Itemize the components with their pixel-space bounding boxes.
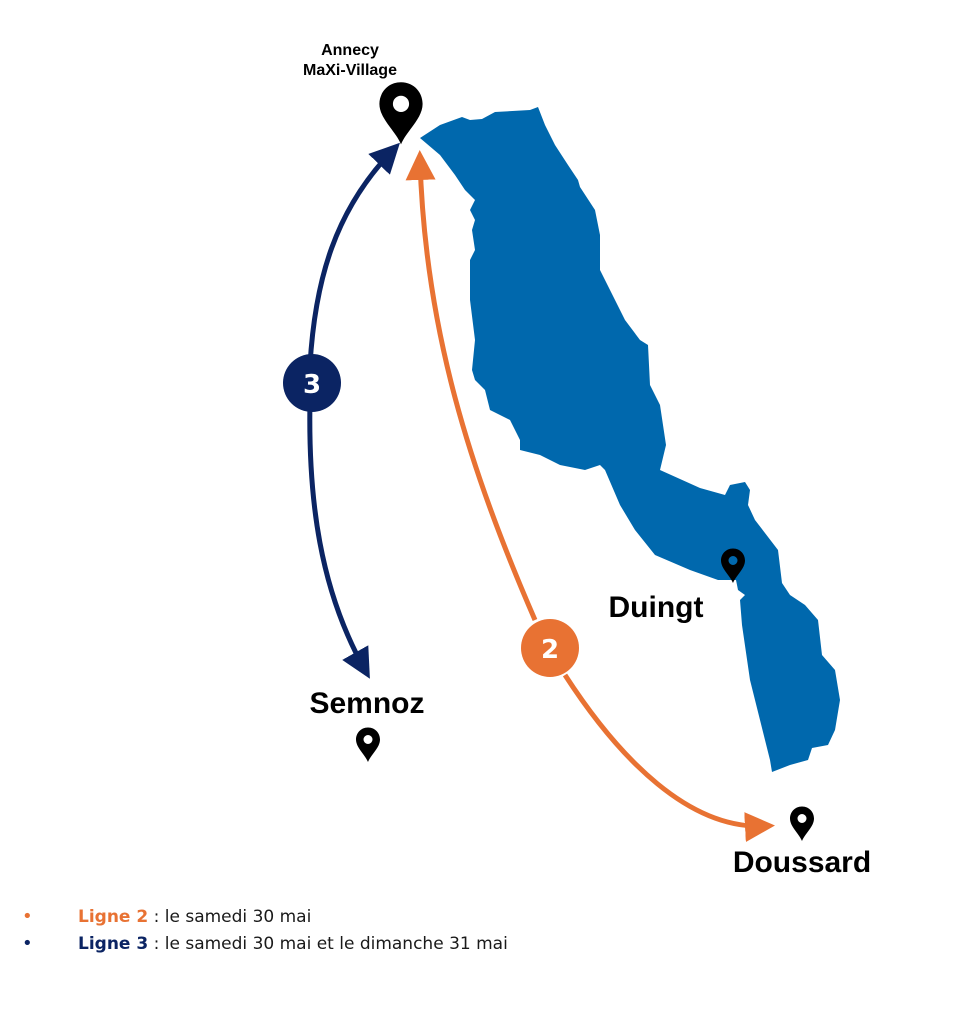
annecy-label-line-2: MaXi-Village (303, 62, 397, 79)
route-ligne-3[interactable]: 3 (283, 142, 400, 679)
route-2-to-annecy (405, 150, 538, 621)
legend-separator: : (148, 933, 165, 954)
route-ligne-2[interactable]: 2 (405, 150, 775, 843)
doussard-label: Doussard (733, 846, 871, 879)
legend-item-ligne-3: • Ligne 3 : le samedi 30 mai et le diman… (22, 930, 508, 957)
route-3-to-annecy (307, 142, 400, 366)
route-2-to-doussard (562, 673, 775, 843)
place-annecy[interactable]: Annecy MaXi-Village (303, 42, 423, 145)
place-duingt[interactable]: Duingt (609, 548, 745, 625)
legend-bullet: • (22, 905, 33, 927)
legend-separator: : (148, 906, 165, 927)
lake-shape (420, 107, 840, 772)
duingt-label: Duingt (609, 591, 704, 624)
map-pin-icon (379, 82, 423, 145)
annecy-label-line-1: Annecy (321, 42, 379, 59)
legend-schedule: le samedi 30 mai (164, 906, 312, 927)
line-2-badge-number: 2 (541, 635, 559, 665)
map-pin-icon (356, 727, 380, 762)
map-pin-icon (721, 548, 745, 583)
semnoz-label: Semnoz (309, 687, 424, 720)
route-3-to-semnoz (307, 399, 370, 679)
legend-schedule: le samedi 30 mai et le dimanche 31 mai (164, 933, 508, 954)
place-doussard[interactable]: Doussard (733, 806, 871, 880)
legend-line-name: Ligne 2 (78, 906, 149, 927)
route-legend: • Ligne 2 : le samedi 30 mai • Ligne 3 :… (22, 903, 508, 957)
map-pin-icon (790, 806, 814, 841)
line-2-badge[interactable] (521, 619, 579, 677)
legend-item-ligne-2: • Ligne 2 : le samedi 30 mai (22, 903, 508, 930)
legend-line-name: Ligne 3 (78, 933, 149, 954)
legend-bullet: • (22, 932, 33, 954)
place-semnoz[interactable]: Semnoz (309, 687, 425, 762)
line-3-badge-number: 3 (303, 370, 321, 400)
line-3-badge[interactable] (283, 354, 341, 412)
